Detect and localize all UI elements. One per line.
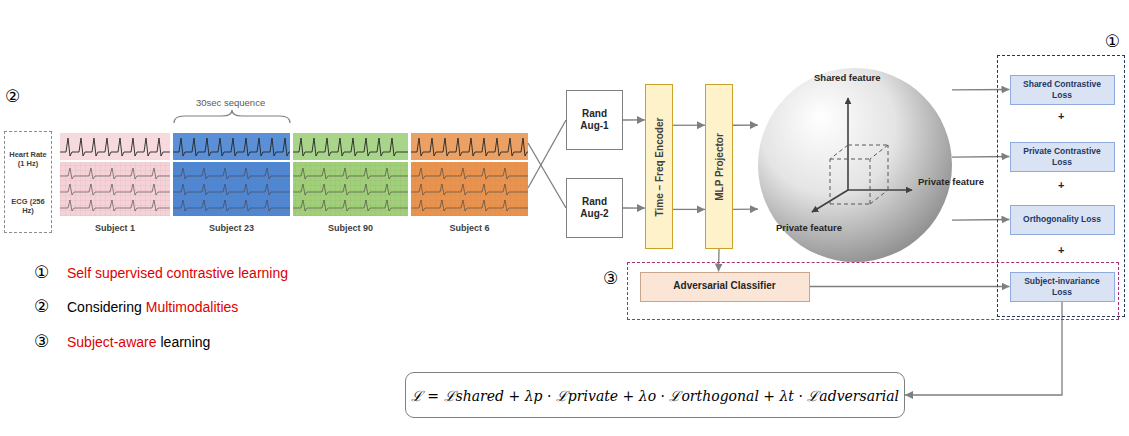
node-text: Rand Aug-1 [571,108,618,133]
node-text: ℒ = ℒshared + λp · ℒprivate + λo · ℒorth… [411,386,899,405]
node-text: Private feature [776,222,842,233]
connector [905,302,1062,396]
node-text: Subject 1 [95,223,135,233]
node-text: Adversarial Classifier [673,280,775,293]
modality-box: Heart Rate (1 Hz) ECG (256 Hz) [4,131,52,233]
loss-box: Orthogonality Loss [1010,205,1115,235]
node-text: Private Contrastive Loss [1015,146,1110,167]
connector [733,208,758,210]
dashed-cube [830,145,888,204]
connector [952,156,1010,158]
label-text: Self supervised contrastive learning [67,265,288,281]
connector [623,119,645,120]
connector [673,209,705,210]
node-text: Shared Contrastive Loss [1015,79,1110,100]
node-text: Shared feature [814,72,881,83]
classifier-box: Adversarial Classifier [640,272,810,302]
label-text: + [1058,179,1064,191]
node-text: Rand Aug-2 [571,196,618,221]
label-text: Subject-aware [67,334,157,350]
connector [952,89,1010,91]
label-text: Multimodalities [146,299,239,315]
node-text: ECG (256 Hz) [7,197,49,215]
node-text: Subject 23 [209,223,254,233]
label-text: learning [161,334,211,350]
brace [174,110,290,123]
label-text: ① [34,262,49,282]
augmentation-box: Rand Aug-1 [566,90,623,150]
subject-region: ③Adversarial Classifier [627,262,1119,320]
node-text: Private feature [918,176,984,187]
feature-sphere: Shared featurePrivate featurePrivate fea… [758,68,952,262]
node-text: Subject 6 [449,223,489,233]
signal-segment: Subject 1 [60,133,170,233]
encoder-box: Time – Freq Encoder [645,84,673,249]
node-text: ① [1105,31,1120,51]
connector [810,286,1010,287]
node-text: Time – Freq Encoder [654,117,665,216]
connector [673,125,705,126]
feature-sphere [758,68,952,262]
label-text: ② [5,86,20,106]
signal-segment: Subject 6 [411,133,528,233]
node-text: ③ [603,268,618,288]
signal-segment: Subject 23 [173,133,290,233]
node-text: Subject-invariance Loss [1015,276,1110,297]
node-text: Orthogonality Loss [1023,214,1101,225]
connector [718,249,720,272]
loss-box: Shared Contrastive Loss [1010,75,1115,105]
label-text: + [1058,244,1064,256]
loss-formula: ℒ = ℒshared + λp · ℒprivate + λo · ℒorth… [405,372,905,418]
projector-box: MLP Projector [705,84,733,249]
signal-segment: Subject 90 [293,133,408,233]
node-text: MLP Projector [714,133,725,201]
loss-box: Subject-invariance Loss [1010,272,1115,302]
connector [733,124,758,126]
node-text: Heart Rate (1 Hz) [7,150,49,168]
label-text: + [1058,110,1064,122]
node-text: Subject 90 [328,223,373,233]
label-text: ② [34,296,49,316]
connector [952,219,1010,221]
signal-strips [60,133,528,216]
augmentation-box: Rand Aug-2 [566,178,623,238]
connector [623,207,645,208]
label-text: ③ [34,331,49,351]
feature-axes [812,98,912,212]
connector [528,143,566,208]
label-text: 30sec sequence [196,97,265,108]
label-text: Considering [67,299,142,315]
loss-box: Private Contrastive Loss [1010,142,1115,172]
